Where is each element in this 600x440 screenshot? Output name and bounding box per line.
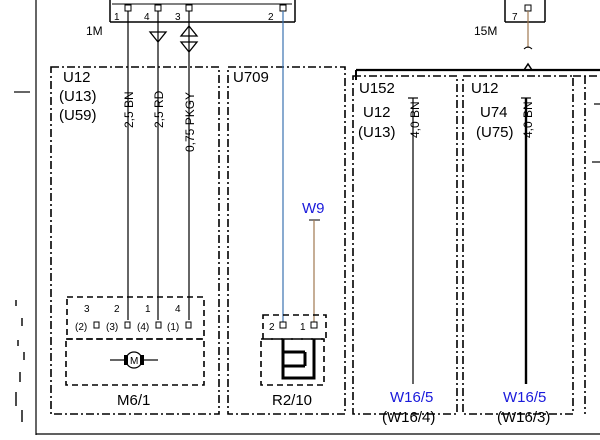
box-u709-title: U709: [233, 69, 269, 86]
heater-label: R2/10: [272, 392, 312, 409]
r210-pin-1: 1: [300, 322, 306, 333]
wire-label-rd: 2,5 RD: [152, 90, 166, 128]
r210-pin-2: 2: [269, 322, 275, 333]
box-u74-line2: U74: [480, 104, 508, 121]
m61-alt-pin-3: (3): [106, 322, 118, 333]
socket-3: [185, 4, 193, 12]
motor-label: M6/1: [117, 392, 150, 409]
connector-1m-pin-4: 4: [144, 12, 150, 23]
r210-heater-block: [260, 338, 325, 386]
wire-rd-arrow-icon: [148, 31, 168, 44]
box-u709: [227, 66, 346, 415]
socket-15m-7: [524, 4, 532, 12]
r210-socket-2: [279, 321, 287, 329]
wire-pkgy-down-icon: [179, 41, 199, 54]
box-m61-line1: U12: [63, 69, 91, 86]
wire-pkgy-up-icon: [179, 24, 199, 37]
box-m61-line3: (U59): [59, 107, 97, 124]
left-fragment-marks: [15, 300, 25, 422]
m61-alt-pin-4: (4): [137, 322, 149, 333]
heater-element-icon: [281, 339, 316, 380]
motor-symbol-label: M: [130, 356, 138, 367]
m61-pin-1: 1: [145, 304, 151, 315]
motor-icon: [125, 351, 143, 369]
connector-15m-label: 15M: [474, 24, 497, 38]
wire-break-symbol: [523, 46, 533, 50]
rail-junction: [523, 62, 533, 71]
box-u12-m61: [50, 66, 220, 415]
box-u74-line3: (U75): [476, 124, 514, 141]
r210-pin-block: [262, 314, 327, 340]
m61-pin-3: 3: [84, 304, 90, 315]
socket-1: [124, 4, 132, 12]
wire-label-bn: 2,5 BN: [122, 91, 136, 128]
ground-2-label: W16/5: [503, 389, 546, 406]
ground-w9-label: W9: [302, 200, 325, 217]
m61-pin-2: 2: [114, 304, 120, 315]
m61-socket-b: [124, 321, 131, 329]
box-u152-line3: (U13): [358, 124, 396, 141]
box-m61-line2: (U13): [59, 88, 97, 105]
ground-1-label: W16/5: [390, 389, 433, 406]
m61-socket-a: [93, 321, 100, 329]
wire-label-bn-u152: 4,0 BN: [408, 101, 422, 138]
socket-4: [154, 4, 162, 12]
ground-2-alt: (W16/3): [497, 409, 550, 426]
ground-1-alt: (W16/4): [382, 409, 435, 426]
connector-1m-pin-2: 2: [268, 12, 274, 23]
socket-2: [279, 4, 287, 12]
m61-alt-pin-1: (1): [167, 322, 179, 333]
m61-socket-c: [155, 321, 162, 329]
wire-label-bn-u74: 4,0 BN: [521, 101, 535, 138]
connector-1m-label: 1M: [86, 24, 103, 38]
box-u152-line2: U12: [363, 104, 391, 121]
m61-pin-4: 4: [175, 304, 181, 315]
m61-motor-block: [65, 338, 205, 386]
box-u74-line1: U12: [471, 80, 499, 97]
r210-socket-1: [310, 321, 318, 329]
box-u74: [462, 75, 574, 415]
wire-label-pkgy: 0,75 PKGY: [183, 92, 197, 152]
connector-1m-pin-1: 1: [114, 12, 120, 23]
box-u152-line1: U152: [359, 80, 395, 97]
m61-alt-pin-2: (2): [75, 322, 87, 333]
connector-1m-pin-3: 3: [175, 12, 181, 23]
box-u152: [352, 75, 458, 415]
m61-socket-d: [185, 321, 192, 329]
connector-15m-pin-7: 7: [512, 12, 518, 23]
